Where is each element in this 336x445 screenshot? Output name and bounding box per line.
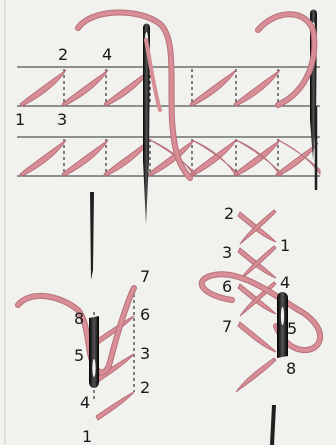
needle-eye	[281, 307, 284, 325]
label-1: 1	[15, 110, 25, 129]
label-3: 3	[222, 243, 232, 262]
stitch	[62, 140, 108, 176]
needle-icon	[90, 192, 94, 280]
label-8: 8	[74, 309, 84, 328]
stitch	[190, 140, 236, 176]
label-5: 5	[74, 346, 84, 365]
label-1: 1	[82, 427, 92, 445]
stitch	[62, 70, 108, 106]
stitch	[234, 140, 280, 176]
label-8: 8	[286, 359, 296, 378]
label-2: 2	[224, 204, 234, 223]
label-2: 2	[58, 45, 68, 64]
stitch	[276, 143, 318, 176]
label-7: 7	[140, 267, 150, 286]
thread-strand	[258, 14, 314, 105]
label-3: 3	[140, 344, 150, 363]
bottom-right-panel: 1 2 3 4 5 6 7 8	[202, 204, 320, 392]
needle-icon	[270, 405, 276, 445]
label-1: 1	[280, 236, 290, 255]
stitch	[236, 358, 276, 392]
label-5: 5	[287, 319, 297, 338]
label-4: 4	[80, 393, 90, 412]
stitch	[96, 354, 134, 382]
stitches	[236, 210, 276, 392]
label-7: 7	[222, 317, 232, 336]
thread-strand	[258, 14, 314, 105]
label-2: 2	[140, 378, 150, 397]
needle-eye	[92, 359, 95, 377]
label-6: 6	[222, 277, 232, 296]
stitch	[20, 70, 66, 106]
stitch	[234, 70, 280, 106]
stitches-row2	[20, 140, 320, 176]
stitch	[238, 322, 276, 352]
stitches	[96, 316, 134, 420]
bottom-left-panel: 1 2 3 4 5 6 7 8	[18, 267, 150, 445]
stitch	[96, 392, 134, 420]
stitch	[190, 70, 236, 106]
top-panel: 2 4 1 3	[15, 10, 320, 226]
stitch	[20, 140, 66, 176]
needle-icon	[89, 316, 99, 388]
label-4: 4	[102, 45, 112, 64]
label-6: 6	[140, 305, 150, 324]
label-3: 3	[57, 110, 67, 129]
label-4: 4	[280, 273, 290, 292]
